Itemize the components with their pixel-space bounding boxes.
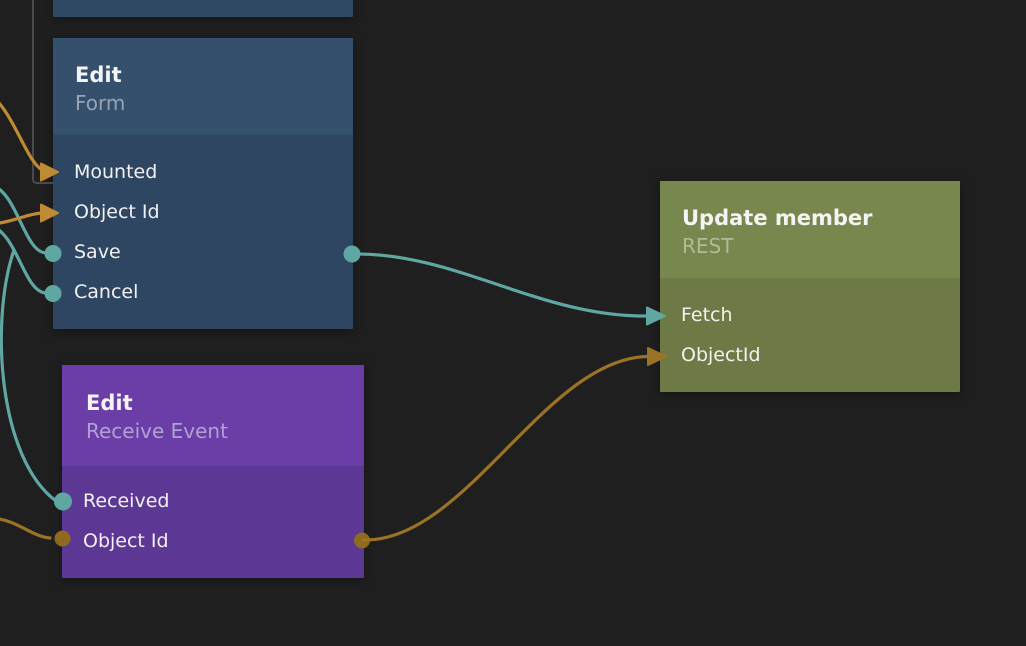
node-update-member[interactable]: Update member REST Fetch ObjectId xyxy=(660,181,960,392)
wire-teal-to-received[interactable] xyxy=(0,248,58,503)
wire-form-to-fetch[interactable] xyxy=(350,252,648,318)
node-edit-form-body: Mounted Object Id Save Cancel xyxy=(53,135,353,312)
node-title: Edit xyxy=(86,391,133,415)
port-fetch[interactable]: Fetch xyxy=(660,295,960,335)
node-edit-receive-event[interactable]: Edit Receive Event Received Object Id xyxy=(62,365,364,578)
port-label: Object Id xyxy=(74,201,160,223)
wire-teal-to-save[interactable] xyxy=(0,185,48,255)
port-label: Received xyxy=(83,490,170,512)
node-subtitle: REST xyxy=(682,234,734,258)
wire-receive-to-objectid[interactable] xyxy=(361,354,649,542)
node-edit-form-header[interactable]: Edit Form xyxy=(53,38,353,135)
wire-mustard-to-object-id[interactable] xyxy=(0,517,52,540)
wire-teal-to-cancel[interactable] xyxy=(0,226,48,295)
port-label: Cancel xyxy=(74,281,139,303)
node-update-member-body: Fetch ObjectId xyxy=(660,278,960,375)
node-title: Update member xyxy=(682,206,873,230)
node-update-member-header[interactable]: Update member REST xyxy=(660,181,960,278)
clipped-node-top[interactable] xyxy=(53,0,353,17)
node-subtitle: Form xyxy=(75,91,126,115)
node-title: Edit xyxy=(75,63,122,87)
wire-amber-to-object-id[interactable] xyxy=(0,211,44,225)
port-objectid[interactable]: ObjectId xyxy=(660,335,960,375)
port-save[interactable]: Save xyxy=(53,232,353,272)
node-edit-receive-event-header[interactable]: Edit Receive Event xyxy=(62,365,364,466)
port-object-id[interactable]: Object Id xyxy=(53,192,353,232)
node-subtitle: Receive Event xyxy=(86,419,228,443)
port-label: Fetch xyxy=(681,304,733,326)
port-mounted[interactable]: Mounted xyxy=(53,152,353,192)
node-edit-form[interactable]: Edit Form Mounted Object Id Save Cancel xyxy=(53,38,353,329)
port-label: ObjectId xyxy=(681,344,761,366)
port-label: Save xyxy=(74,241,121,263)
node-edit-receive-event-body: Received Object Id xyxy=(62,466,364,561)
port-object-id[interactable]: Object Id xyxy=(62,521,364,561)
wire-amber-to-mounted[interactable] xyxy=(0,96,44,172)
port-received[interactable]: Received xyxy=(62,481,364,521)
port-label: Object Id xyxy=(83,530,169,552)
port-label: Mounted xyxy=(74,161,158,183)
wire-gray-to-mounted[interactable] xyxy=(32,0,53,184)
port-cancel[interactable]: Cancel xyxy=(53,272,353,312)
